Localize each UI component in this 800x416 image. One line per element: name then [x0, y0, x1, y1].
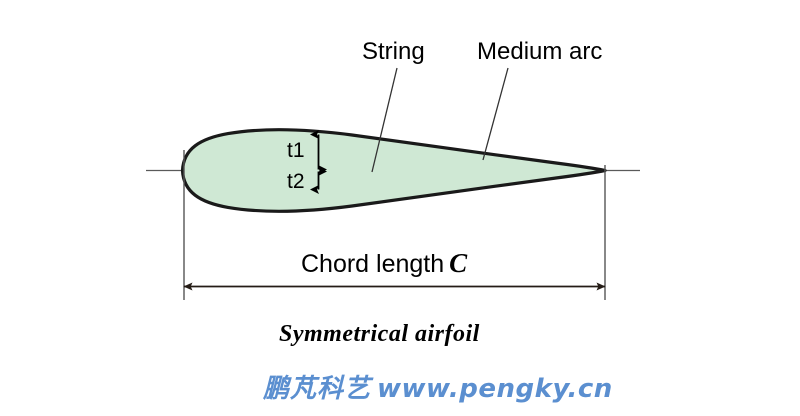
medium-arc-leader-line [482, 67, 509, 161]
label-string: String [362, 38, 425, 65]
figure-caption: Symmetrical airfoil [279, 321, 480, 347]
label-medium-arc: Medium arc [477, 38, 603, 65]
watermark-cjk-text: 鹏芃科艺 [263, 374, 372, 404]
watermark-url: www.pengky.cn [377, 374, 613, 404]
airfoil-profile-shape [180, 128, 607, 213]
chord-length-symbol: C [449, 248, 468, 278]
label-t1: t1 [287, 139, 305, 162]
chord-length-text: Chord length [301, 250, 445, 278]
label-t2: t2 [287, 170, 305, 193]
string-leader-line [371, 67, 398, 173]
